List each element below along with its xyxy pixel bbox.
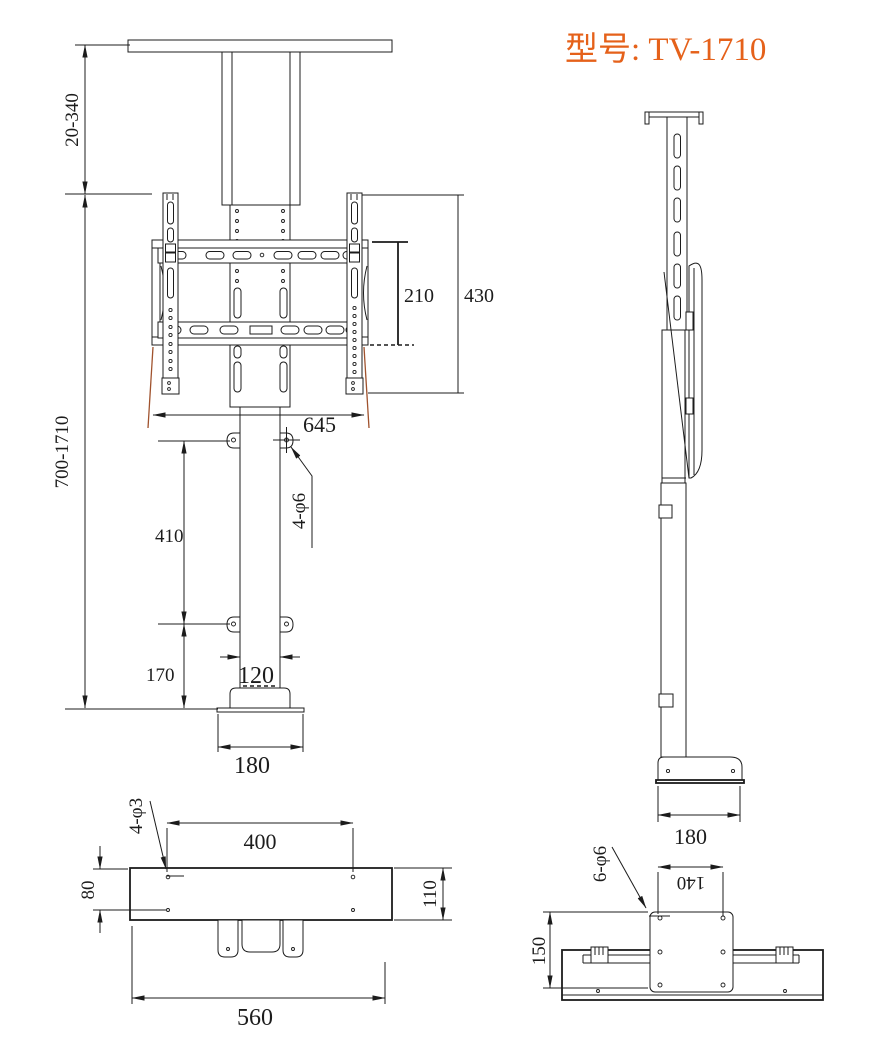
dim-label-height-range: 700-1710 bbox=[52, 416, 73, 489]
dim-label-plate-holes: 6-φ6 bbox=[590, 846, 611, 882]
right-rail-holes bbox=[352, 305, 357, 375]
projection-line-left bbox=[147, 346, 154, 429]
base-plate-holes bbox=[165, 874, 356, 912]
page-title: 型号: TV-1710 bbox=[565, 32, 766, 68]
tilt-line bbox=[663, 271, 690, 479]
left-vertical-rail bbox=[161, 192, 180, 395]
dim-label-foot-width: 180 bbox=[234, 753, 270, 779]
dim-label-column-holes: 4-φ6 bbox=[289, 493, 310, 529]
side-tv-plate bbox=[685, 262, 703, 479]
dim-label-vesa-vertical: 210 bbox=[404, 285, 434, 307]
dim-label-side-foot-width: 180 bbox=[674, 824, 707, 849]
dim-label-base-length: 560 bbox=[237, 1005, 273, 1031]
front-base-strip bbox=[216, 707, 305, 713]
dim-label-upper-section: 410 bbox=[155, 526, 184, 547]
base-center-bracket bbox=[217, 919, 304, 958]
base-top-dimensions: 400 4-φ3 80 110 560 bbox=[78, 798, 452, 1031]
plate-slots bbox=[233, 287, 288, 393]
base-plate-outline bbox=[129, 867, 393, 921]
side-column bbox=[658, 271, 690, 758]
side-view: 180 bbox=[644, 111, 745, 849]
side-base bbox=[655, 756, 745, 784]
dim-label-column-width: 120 bbox=[238, 663, 274, 689]
lower-crossbar bbox=[157, 321, 363, 339]
vesa-plate bbox=[649, 911, 734, 993]
dim-label-base-hole-offset: 80 bbox=[78, 881, 99, 900]
center-mount-plate bbox=[229, 204, 291, 408]
dim-label-plate-width: 140 bbox=[677, 872, 706, 893]
front-view: 20-340 700-1710 210 430 645 41 bbox=[52, 39, 494, 779]
dim-label-base-depth: 110 bbox=[420, 880, 441, 908]
left-rail-holes bbox=[168, 307, 173, 372]
plate-top-view: 140 6-φ6 150 bbox=[529, 846, 824, 1001]
upper-crossbar bbox=[157, 247, 363, 264]
dim-label-base-hole-span: 400 bbox=[244, 829, 277, 854]
right-vertical-rail bbox=[345, 192, 364, 395]
front-dimensions: 20-340 700-1710 210 430 645 41 bbox=[52, 44, 494, 779]
lift-column bbox=[216, 406, 305, 713]
dim-label-bracket-width: 645 bbox=[303, 412, 336, 437]
dim-label-lower-section: 170 bbox=[146, 665, 175, 686]
plate-dimensions: 140 6-φ6 150 bbox=[529, 846, 724, 989]
dim-label-bracket-height: 430 bbox=[464, 285, 494, 307]
column-foot bbox=[229, 687, 291, 709]
side-slotted-rail bbox=[666, 116, 688, 331]
column-slot-upper bbox=[658, 504, 673, 519]
ceiling-plate bbox=[127, 39, 393, 53]
projection-line-right bbox=[363, 346, 370, 429]
side-dimensions: 180 bbox=[657, 786, 741, 849]
dim-label-base-holes: 4-φ3 bbox=[126, 798, 147, 834]
crossbar-clips bbox=[590, 946, 794, 964]
base-top-view: 400 4-φ3 80 110 560 bbox=[78, 798, 452, 1031]
column-slot-lower bbox=[658, 693, 674, 708]
dim-label-drop-range: 20-340 bbox=[62, 93, 83, 147]
support-tubes bbox=[221, 51, 301, 206]
dim-label-plate-height: 150 bbox=[529, 937, 550, 966]
